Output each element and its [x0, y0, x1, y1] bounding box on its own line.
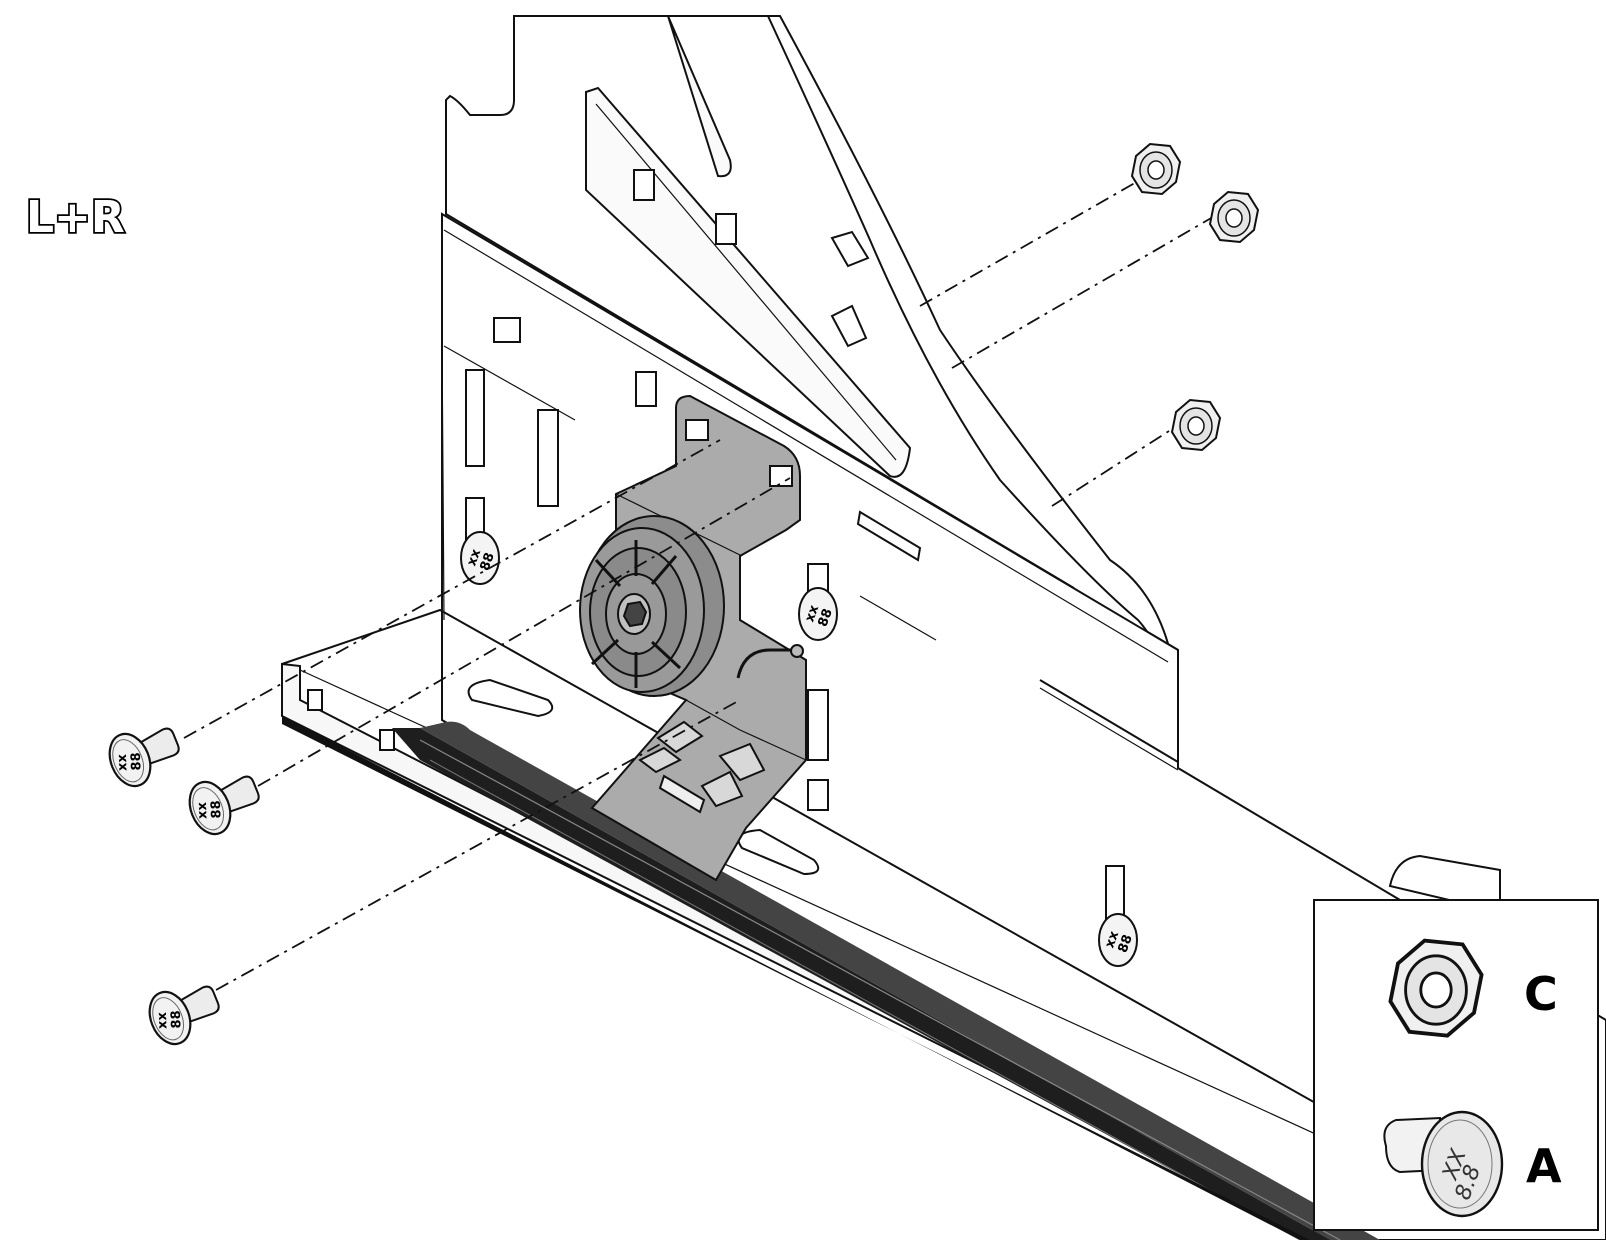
pulley-wheel [579, 515, 725, 697]
legend-bolt-icon: XX 8.8 [1383, 1110, 1504, 1218]
panel-bolt-3 [1098, 913, 1138, 967]
panel-bolt-2 [798, 587, 838, 641]
loose-nut-3 [1171, 399, 1221, 451]
panel-bolt-1 [460, 531, 500, 585]
legend-letter-a: A [1526, 1139, 1562, 1193]
side-label: L+R [26, 192, 125, 243]
legend-letter-c: C [1524, 967, 1558, 1021]
rail-profile [282, 716, 1380, 1240]
parts-legend: C XX 8.8 A [1313, 899, 1599, 1231]
assembly-lines [183, 171, 1233, 991]
loose-bolt-2 [181, 763, 268, 842]
loose-nut-1 [1131, 143, 1181, 195]
loose-bolt-1 [101, 715, 188, 794]
upper-plate [445, 15, 1179, 776]
loose-bolt-3 [141, 973, 228, 1052]
loose-nut-2 [1209, 191, 1259, 243]
